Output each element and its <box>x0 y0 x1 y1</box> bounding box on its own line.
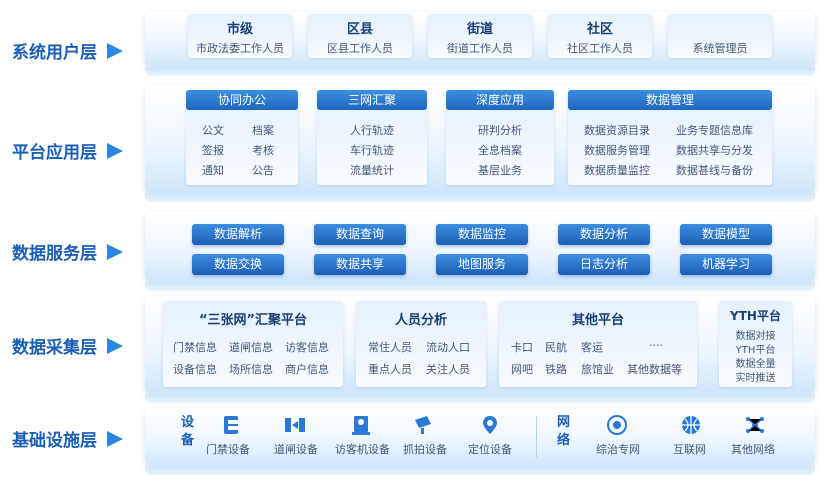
user-box-community: 社区 社区工作人员 <box>548 14 652 58</box>
collect-box-yth: YTH平台 数据对接 YTH平台 数据全量 实时推送 <box>719 301 792 387</box>
service-pill: 地图服务 <box>436 254 528 275</box>
device-caption: 抓拍设备 <box>403 443 447 456</box>
user-box-district: 区县 区县工作人员 <box>308 14 412 58</box>
service-pill: 数据分析 <box>558 224 650 245</box>
device-caption: 定位设备 <box>468 443 512 456</box>
network-nodes-icon <box>746 417 764 433</box>
layer-label-apps: 平台应用层 <box>12 138 152 163</box>
collect-box-person: 人员分析 常住人员 流动人口 重点人员 关注人员 <box>356 301 486 387</box>
app-box-office: 协同办公 公文 档案 签报 考核 通知 公告 <box>186 90 298 185</box>
arrow-right-icon <box>107 430 123 447</box>
barrier-gate-icon <box>285 418 305 432</box>
app-box-three-networks: 三网汇聚 人行轨迹 车行轨迹 流量统计 <box>317 90 427 185</box>
access-control-icon <box>224 416 238 434</box>
user-box-city: 市级 市政法委工作人员 <box>188 14 292 58</box>
layer-label-infra: 基础设施层 <box>12 426 152 451</box>
divider <box>536 416 537 458</box>
location-pin-icon <box>483 416 497 434</box>
service-pill: 日志分析 <box>558 254 650 275</box>
network-caption: 综治专网 <box>596 443 640 456</box>
service-pill: 数据共享 <box>314 254 406 275</box>
globe-icon <box>682 416 700 434</box>
device-label: 设备 <box>181 415 195 448</box>
arrow-right-icon <box>107 243 123 260</box>
collect-box-three-nets: “三张网”汇聚平台 门禁信息 道闸信息 访客信息 设备信息 场所信息 商户信息 <box>163 301 343 387</box>
private-network-icon <box>607 415 627 435</box>
app-title: 三网汇聚 <box>317 90 427 110</box>
arrow-right-icon <box>107 42 123 59</box>
camera-icon <box>415 416 431 434</box>
service-pill: 数据交换 <box>192 254 284 275</box>
collect-box-other: 其他平台 卡口 民航 客运 ···· 网吧 铁路 旅馆业 其他数据等 <box>499 301 697 387</box>
app-box-data-mgmt: 数据管理 数据资源目录 业务专题信息库 数据服务管理 数据共享与分发 数据质量监… <box>568 90 772 185</box>
service-pill: 机器学习 <box>680 254 772 275</box>
app-box-deep: 深度应用 研判分析 全息档案 基层业务 <box>446 90 554 185</box>
device-caption: 道闸设备 <box>274 443 318 456</box>
visitor-machine-icon <box>352 416 370 435</box>
device-caption: 访客机设备 <box>335 443 390 456</box>
network-label: 网络 <box>557 415 571 448</box>
layer-label-users: 系统用户层 <box>12 38 152 63</box>
service-pill: 数据监控 <box>436 224 528 245</box>
device-caption: 门禁设备 <box>206 443 250 456</box>
user-box-admin: 系统管理员 <box>668 14 772 58</box>
service-pill: 数据查询 <box>314 224 406 245</box>
user-box-street: 街道 街道工作人员 <box>428 14 532 58</box>
app-title: 协同办公 <box>186 90 298 110</box>
layer-label-collect: 数据采集层 <box>12 333 152 358</box>
service-pill: 数据解析 <box>192 224 284 245</box>
platform-infra <box>145 408 815 475</box>
app-title: 数据管理 <box>568 90 772 110</box>
arrow-right-icon <box>107 142 123 159</box>
network-caption: 其他网络 <box>731 443 775 456</box>
app-title: 深度应用 <box>446 90 554 110</box>
network-caption: 互联网 <box>673 443 706 456</box>
layer-label-services: 数据服务层 <box>12 239 152 264</box>
service-pill: 数据模型 <box>680 224 772 245</box>
arrow-right-icon <box>107 337 123 354</box>
